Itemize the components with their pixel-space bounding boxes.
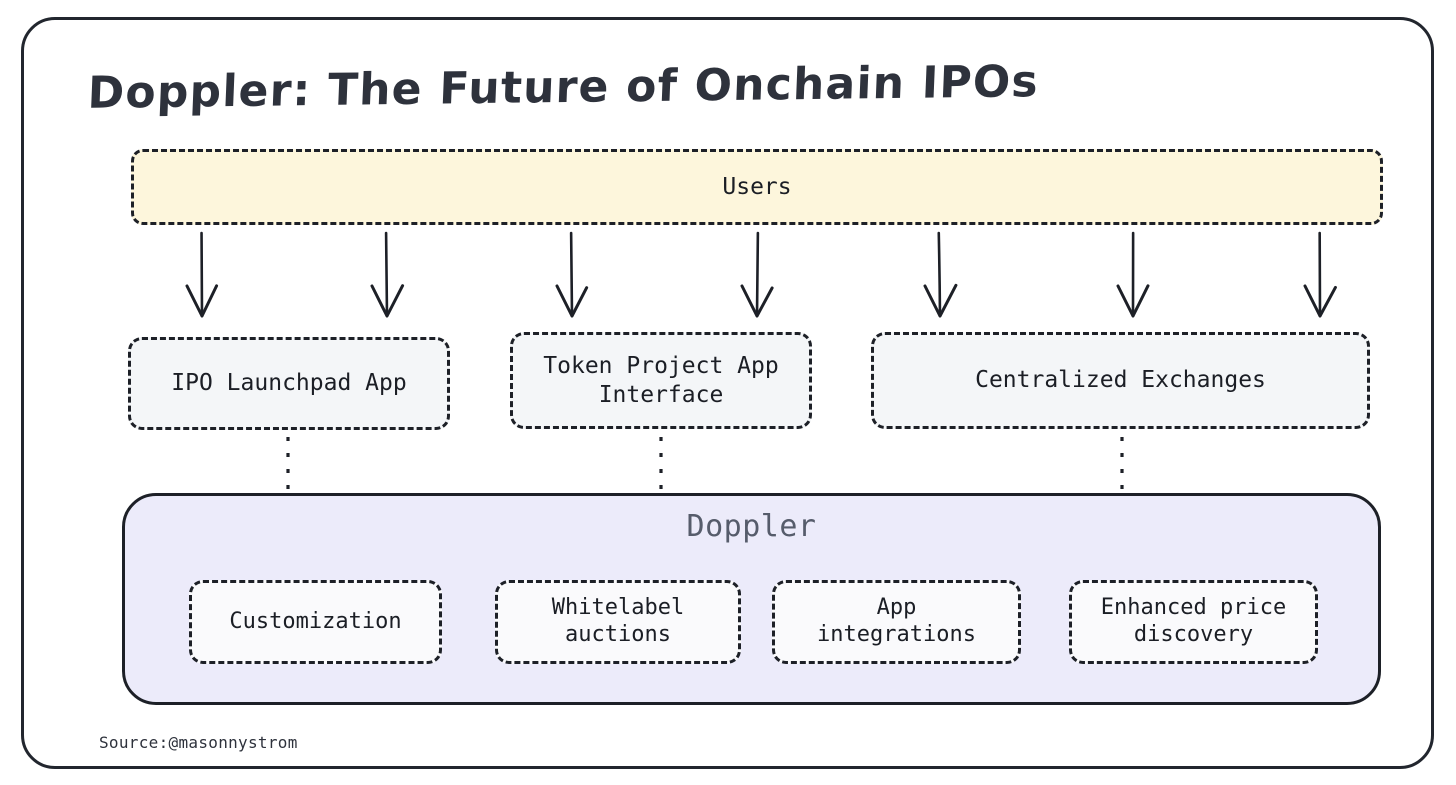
node-token-project-app-interface[interactable]: Token Project App Interface	[510, 332, 812, 429]
node-users[interactable]: Users	[131, 149, 1383, 225]
doppler-title: Doppler	[125, 509, 1378, 544]
feature-enhanced-price-discovery[interactable]: Enhanced price discovery	[1069, 580, 1318, 664]
feature-customization[interactable]: Customization	[189, 580, 442, 664]
node-centralized-exchanges[interactable]: Centralized Exchanges	[871, 332, 1370, 429]
doppler-container[interactable]: Doppler Customization Whitelabel auction…	[122, 493, 1381, 705]
feature-whitelabel-auctions[interactable]: Whitelabel auctions	[495, 580, 741, 664]
feature-app-integrations[interactable]: App integrations	[772, 580, 1021, 664]
node-ipo-launchpad-app[interactable]: IPO Launchpad App	[128, 337, 450, 430]
source-attribution: Source:@masonnystrom	[99, 733, 298, 752]
